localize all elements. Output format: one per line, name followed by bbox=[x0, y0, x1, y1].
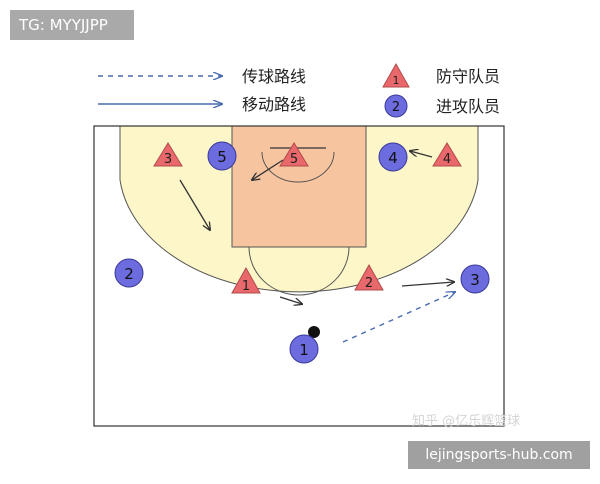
paint-area bbox=[231, 126, 367, 248]
defender-1-number: 1 bbox=[242, 279, 250, 294]
pass-route-label: 传球路线 bbox=[242, 67, 306, 86]
court-border bbox=[93, 125, 505, 427]
move-route-defender-4 bbox=[410, 151, 433, 158]
defender-legend-label: 防守队员 bbox=[436, 67, 500, 86]
move-route-defender-5 bbox=[252, 159, 284, 180]
attacker-5 bbox=[207, 141, 237, 171]
attacker-legend-icon bbox=[384, 94, 408, 118]
move-route-label: 移动路线 bbox=[242, 95, 306, 114]
defender-1 bbox=[231, 266, 261, 294]
attacker-legend-number: 2 bbox=[392, 100, 400, 115]
ball bbox=[308, 326, 320, 338]
defender-legend-icon bbox=[382, 62, 410, 88]
defender-3 bbox=[153, 142, 183, 167]
attacker-1-number: 1 bbox=[299, 341, 309, 359]
court bbox=[94, 126, 504, 426]
watermark-text: 知乎 @亿乐辉篮球 bbox=[412, 414, 521, 429]
defender-4 bbox=[432, 142, 462, 167]
free-throw-circle bbox=[248, 246, 350, 296]
defender-2 bbox=[354, 263, 384, 291]
attacker-2-number: 2 bbox=[124, 265, 134, 283]
defender-4-number: 4 bbox=[443, 152, 451, 167]
attacker-2 bbox=[114, 258, 144, 288]
attacker-1 bbox=[289, 334, 319, 364]
defender-5 bbox=[279, 142, 309, 167]
footer-site-label: lejingsports-hub.com bbox=[408, 441, 590, 469]
move-route-defender-2 bbox=[401, 282, 454, 287]
defender-5-number: 5 bbox=[290, 152, 298, 167]
restricted-arc bbox=[261, 151, 335, 183]
attacker-4-number: 4 bbox=[388, 149, 398, 167]
defender-2-number: 2 bbox=[365, 276, 373, 291]
defender-legend-number: 1 bbox=[393, 74, 400, 87]
attacker-3-number: 3 bbox=[470, 271, 480, 289]
pass-route-1-to-3 bbox=[342, 292, 455, 343]
header-tag: TG: MYYJJPP bbox=[10, 10, 134, 40]
move-route-defender-3 bbox=[179, 179, 210, 230]
attacker-legend-label: 进攻队员 bbox=[436, 97, 500, 116]
attacker-4 bbox=[378, 142, 408, 172]
defender-3-number: 3 bbox=[164, 152, 172, 167]
move-route-defender-1 bbox=[279, 296, 302, 304]
attacker-5-number: 5 bbox=[217, 148, 227, 166]
attacker-3 bbox=[460, 264, 490, 294]
